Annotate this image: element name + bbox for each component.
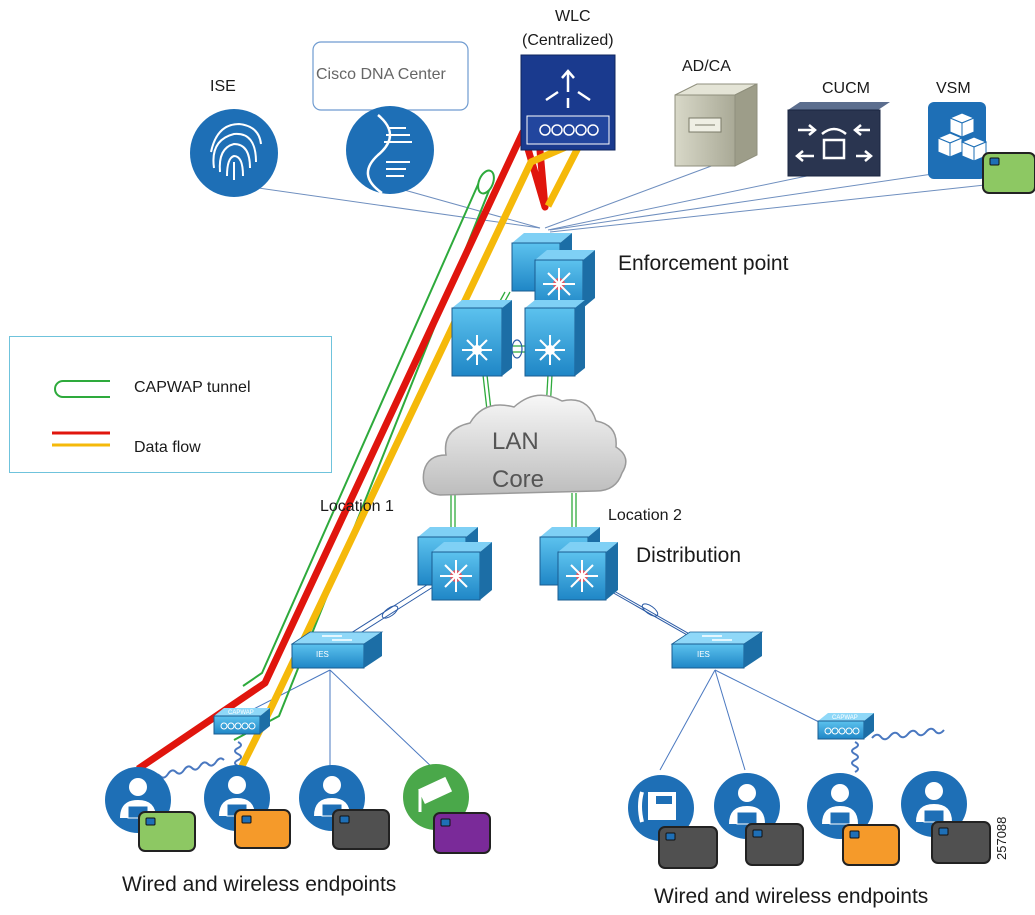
distribution-switch-right-icon [539,527,618,601]
wlc-sub-label: (Centralized) [522,32,614,49]
access-point-right-icon [817,713,874,740]
cucm-label: CUCM [822,80,870,97]
legend: CAPWAP tunnel Data flow [9,336,332,473]
endpoint-user-icon-6 [807,773,873,839]
core-switch-left-icon [451,300,512,377]
left-ies-links [241,669,436,771]
ies-right-label: IES [697,650,710,659]
legend-capwap-swatch [54,380,110,398]
endpoint-card-7 [842,824,900,866]
distribution-label: Distribution [636,544,742,567]
vsm-label: VSM [936,80,971,97]
ise-label: ISE [210,78,236,95]
ise-icon [190,109,278,197]
capwap-ap-left-label: CAPWAP [228,710,254,716]
ip-phone-icon [628,775,694,841]
adca-label: AD/CA [682,58,731,75]
core-switch-right-icon [524,300,585,377]
ies-left-label: IES [316,650,329,659]
endpoint-user-icon-5 [714,773,780,839]
vsm-icon [928,102,988,179]
dnac-icon [346,106,434,195]
endpoints-left-label: Wired and wireless endpoints [122,873,397,896]
wlc-label: WLC [555,8,591,25]
enforcement-switch-icon [511,233,595,309]
legend-swatches [52,380,110,447]
figure-id-label: 257088 [994,816,1009,860]
dnac-label: Cisco DNA Center [316,66,446,83]
vsm-card [982,152,1035,194]
enforcement-point-label: Enforcement point [618,252,789,275]
endpoint-card-4 [433,812,491,854]
wireless-link-right-2 [871,727,945,741]
lan-core-cloud [422,394,627,496]
service-links [243,164,986,233]
core-label: Core [492,466,545,493]
legend-data-flow-label: Data flow [134,439,201,456]
endpoint-card-6 [745,823,804,866]
endpoint-card-2 [234,809,291,849]
endpoint-card-3 [332,809,390,850]
wireless-link-left-1 [151,757,225,779]
right-ies-links [659,669,826,771]
ies-switch-right-icon [670,631,764,669]
endpoint-user-icon-7 [901,771,967,837]
legend-capwap-label: CAPWAP tunnel [134,379,251,396]
lan-label: LAN [492,428,539,455]
access-point-left-icon [213,708,270,735]
endpoint-card-8 [931,821,991,864]
ies-switch-left-icon [290,631,384,669]
distribution-switch-left-icon [417,527,492,601]
wireless-link-right-1 [851,741,859,773]
endpoint-card-1 [138,811,196,852]
location-2-label: Location 2 [608,507,682,524]
cucm-icon [787,102,890,177]
adca-icon [674,83,758,167]
location-1-label: Location 1 [320,498,394,515]
endpoint-card-5 [658,826,718,869]
endpoints-right-label: Wired and wireless endpoints [654,885,929,908]
capwap-ap-right-label: CAPWAP [832,715,858,721]
wlc-icon [520,54,616,151]
